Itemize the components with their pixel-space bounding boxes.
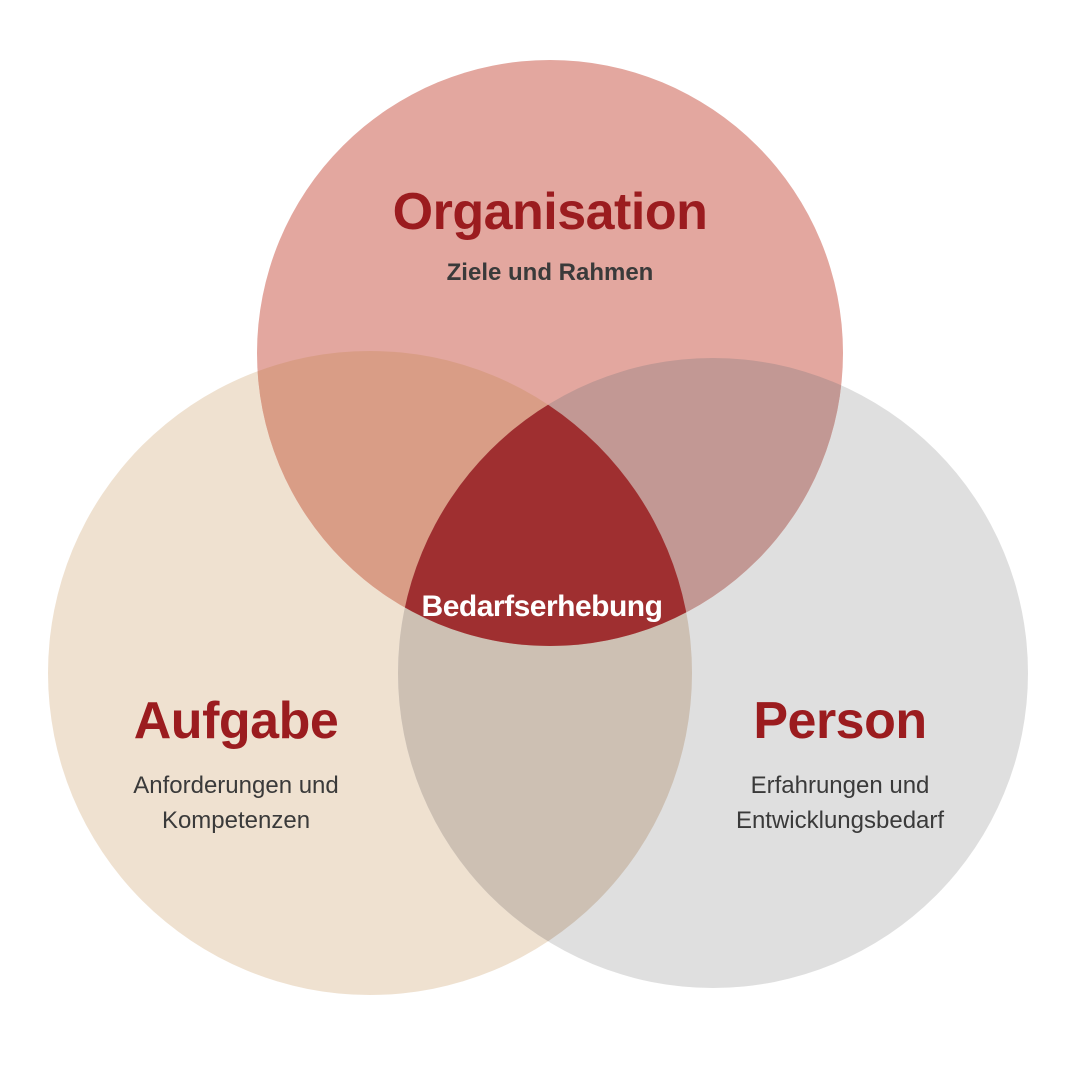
aufgabe-title: Aufgabe	[133, 692, 339, 750]
center-intersection	[398, 358, 692, 646]
person-title: Person	[753, 692, 927, 750]
center-label: Bedarfserhebung	[421, 590, 663, 623]
aufgabe-subtitle: Anforderungen und Kompetenzen	[86, 769, 386, 839]
person-label-group: Person Erfahrungen und Entwicklungsbedar…	[690, 695, 990, 839]
aufgabe-label-group: Aufgabe Anforderungen und Kompetenzen	[86, 695, 386, 839]
organisation-label-group: Organisation Ziele und Rahmen	[330, 186, 770, 291]
person-subtitle: Erfahrungen und Entwicklungsbedarf	[690, 769, 990, 839]
aufgabe-subtitle-line-2: Kompetenzen	[161, 806, 311, 834]
aufgabe-subtitle-line-1: Anforderungen und	[133, 772, 339, 799]
organisation-title: Organisation	[392, 183, 708, 241]
person-subtitle-line-2: Entwicklungsbedarf	[735, 806, 945, 834]
person-subtitle-line-1: Erfahrungen und	[750, 772, 930, 799]
organisation-subtitle: Ziele und Rahmen	[446, 259, 654, 286]
